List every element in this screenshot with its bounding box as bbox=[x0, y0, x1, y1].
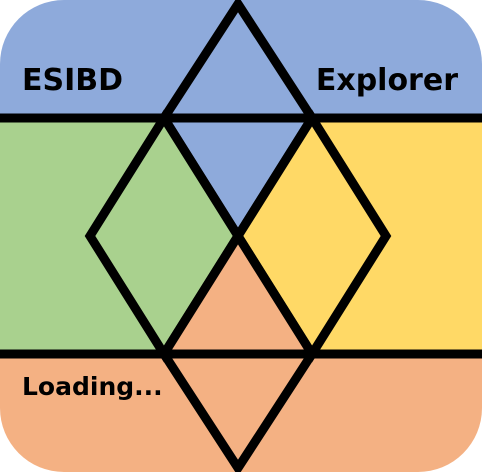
app-name-right: Explorer bbox=[315, 63, 458, 98]
app-name-left: ESIBD bbox=[22, 63, 124, 98]
loading-status: Loading... bbox=[22, 372, 163, 401]
